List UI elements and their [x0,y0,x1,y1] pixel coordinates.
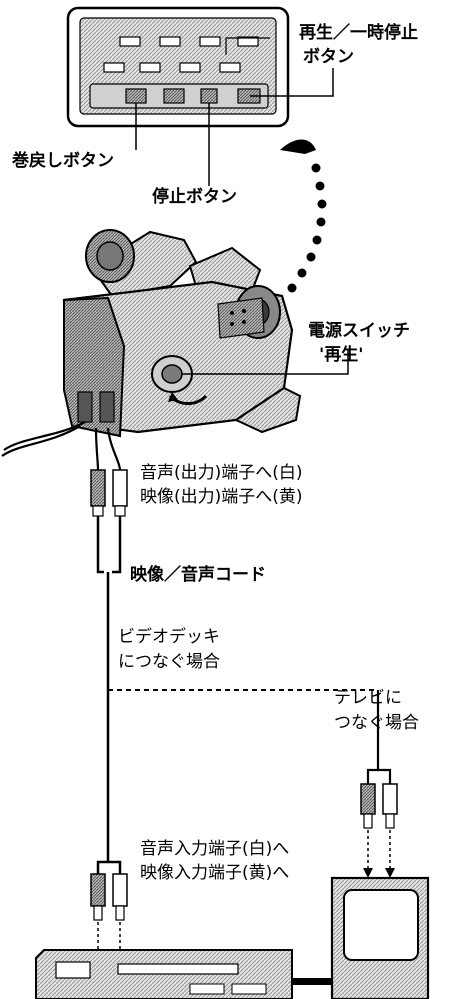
camcorder-cables [1,421,122,471]
tv-plugs [360,783,398,829]
tv-connection-label-line2: つなぐ場合 [334,713,419,733]
rewind-button-key [125,88,147,104]
video-in-label: 映像入力端子(黄)へ [140,863,290,883]
av-cord [96,516,122,874]
audio-out-label: 音声(出力)端子へ(白) [140,463,303,483]
camcorder [62,229,302,438]
tv-connection-label: テレビに [334,688,402,708]
play-pause-button-label: 再生／一時停止 [299,23,418,43]
stop-button-label: 停止ボタン [152,187,237,207]
remote-leader-lines [135,68,334,186]
rewind-button-label: 巻戻しボタン [12,151,114,171]
vcr-deck [35,949,293,999]
remote-control [66,6,290,128]
power-switch-leader-line [182,350,349,375]
television [330,876,430,999]
audio-in-label: 音声入力端子(白)へ [140,839,290,859]
av-cord-label: 映像／音声コード [130,565,266,585]
vcr-tv-link-cable [292,978,332,985]
camcorder-plugs [90,469,128,517]
audio-out-plug [90,469,106,517]
play-pause-button-label-line2: ボタン [303,47,354,67]
stop-button-key [200,88,218,104]
insert-arrows [97,830,391,956]
video-out-label: 映像(出力)端子へ(黄) [140,487,303,507]
tv-branch-cord [108,689,392,784]
power-switch-label-line2: '再生' [319,345,364,365]
vcr-connection-label: ビデオデッキ [118,627,220,647]
vcr-connection-label-line2: につなぐ場合 [118,652,220,672]
video-out-plug [112,469,128,517]
vcr-plugs [90,873,128,921]
power-switch-label: 電源スイッチ [308,321,410,341]
dotted-rotation-arrow [280,139,327,293]
power-switch-dial [151,355,208,405]
